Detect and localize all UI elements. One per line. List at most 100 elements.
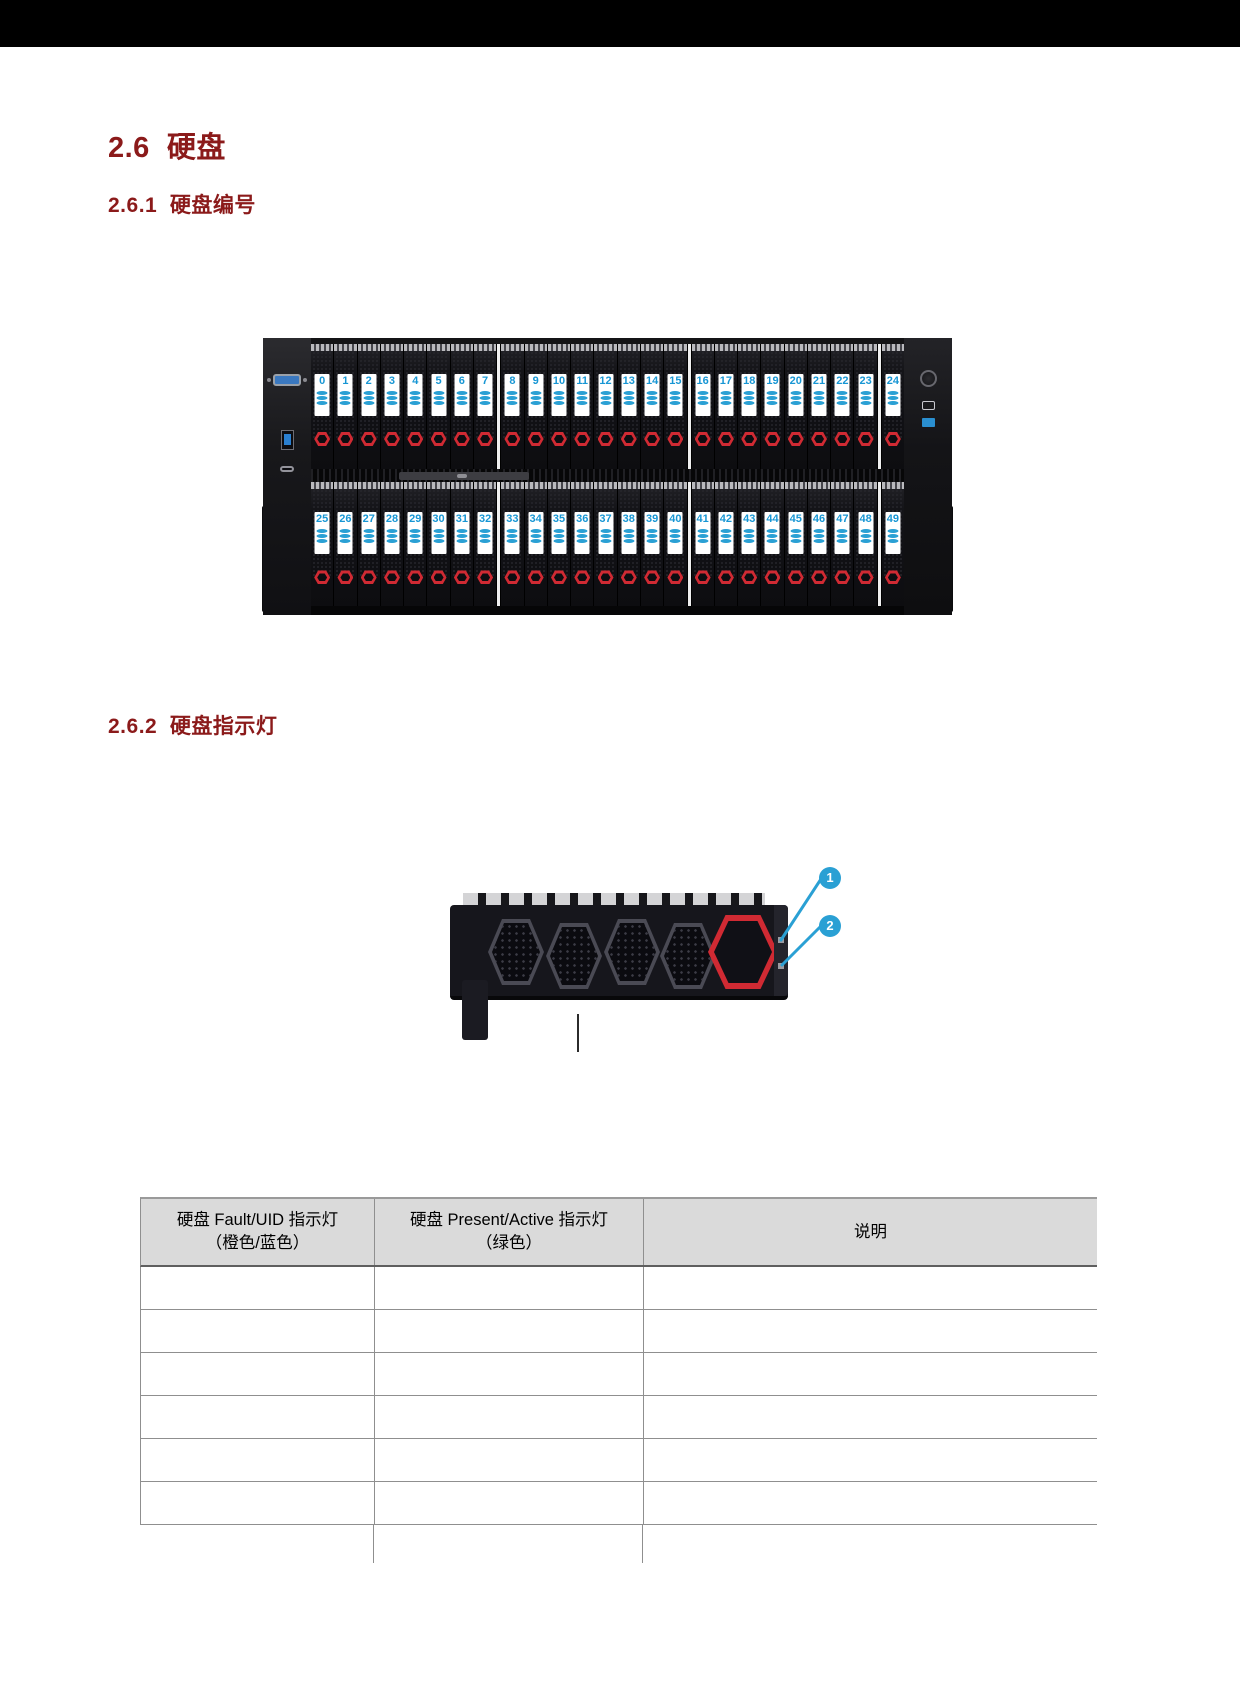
drive-bay: 29: [404, 482, 427, 607]
emi-teeth: [404, 343, 427, 351]
emi-teeth: [594, 482, 617, 490]
table-row: [140, 1525, 1097, 1563]
bay-label: 35: [551, 512, 567, 555]
disk-stack-icon: [766, 529, 778, 534]
table-cell: [643, 1482, 1097, 1524]
bay-latch-icon: [811, 570, 828, 585]
disk-stack-icon: [363, 529, 375, 534]
drive-bay: 32: [473, 482, 497, 607]
drive-bay: 20: [784, 343, 807, 469]
bay-label: 25: [314, 512, 330, 555]
drive-bay: 39: [640, 482, 664, 607]
emi-teeth: [450, 343, 473, 351]
drive-bay: 38: [617, 482, 640, 607]
table-cell: [643, 1353, 1097, 1395]
bay-latch-icon: [644, 570, 661, 585]
vga-connector-icon: [273, 374, 301, 386]
drive-bay: 37: [594, 482, 617, 607]
drive-bay: 26: [334, 482, 357, 607]
emi-teeth: [571, 343, 594, 351]
bay-number: 2: [365, 374, 372, 387]
table-cell: [141, 1482, 374, 1524]
emi-teeth: [807, 482, 831, 490]
bay-number: 23: [859, 374, 872, 387]
bay-number: 35: [552, 513, 566, 526]
disk-stack-icon: [553, 529, 565, 534]
bay-label: 45: [788, 512, 804, 555]
divider-mark: [577, 1014, 579, 1052]
drive-bay: 14: [640, 343, 664, 469]
bay-number: 1: [342, 374, 349, 387]
drive-bay: 1: [334, 343, 357, 469]
drive-bay: 22: [831, 343, 854, 469]
bay-label: 28: [384, 512, 400, 555]
drive-bay: 24: [881, 343, 905, 469]
bay-label: 33: [504, 512, 520, 555]
bay-latch-icon: [574, 431, 591, 446]
drive-bay: 13: [617, 343, 640, 469]
bay-label: 23: [858, 373, 874, 416]
emi-teeth: [617, 343, 640, 351]
bay-latch-icon: [477, 431, 494, 446]
emi-teeth: [334, 482, 357, 490]
drive-bay: 25: [311, 482, 334, 607]
bay-number: 3: [388, 374, 396, 387]
emi-teeth: [831, 482, 854, 490]
drive-bay: 12: [594, 343, 617, 469]
emi-teeth: [664, 482, 687, 490]
table-cell: [374, 1396, 643, 1438]
drive-bay: 45: [784, 482, 807, 607]
table-cell: [642, 1525, 1097, 1563]
bay-label: 13: [621, 373, 637, 416]
disk-stack-icon: [720, 529, 732, 534]
disk-stack-icon: [836, 390, 848, 395]
bay-label: 47: [834, 512, 850, 555]
disk-stack-icon: [363, 390, 375, 395]
chassis-bottom-strip: [311, 606, 904, 615]
drive-bay: 42: [714, 482, 738, 607]
table-cell: [141, 1353, 374, 1395]
header-text: （橙色/蓝色）: [205, 1234, 310, 1252]
disk-stack-icon: [576, 390, 588, 395]
bay-latch-icon: [741, 431, 758, 446]
drive-bay: 23: [854, 343, 877, 469]
emi-teeth: [501, 343, 524, 351]
table-cell: [374, 1310, 643, 1352]
bay-label: 7: [477, 373, 493, 416]
disk-stack-icon: [339, 529, 351, 534]
drive-bay: 10: [547, 343, 571, 469]
bay-number: 8: [509, 374, 516, 387]
bay-label: 38: [621, 512, 637, 555]
bay-latch-icon: [644, 431, 661, 446]
bay-latch-icon: [383, 570, 400, 585]
bay-number: 4: [412, 374, 419, 387]
bay-latch-icon: [884, 431, 901, 446]
bay-latch-icon: [764, 570, 781, 585]
bay-label: 1: [337, 373, 353, 416]
disk-stack-icon: [623, 390, 635, 395]
emi-teeth: [547, 482, 571, 490]
bay-label: 30: [431, 512, 447, 555]
disk-stack-icon: [836, 529, 848, 534]
section-heading-2-6: 2.6 硬盘: [108, 132, 226, 164]
screw-icon: [267, 378, 271, 382]
emi-teeth: [881, 482, 905, 490]
table-cell: [643, 1267, 1097, 1309]
callout-2-badge: 2: [819, 915, 841, 937]
usb-c-port: [280, 466, 294, 472]
bay-number: 11: [576, 374, 589, 387]
bay-number: 16: [696, 374, 709, 387]
disk-stack-icon: [600, 529, 612, 534]
bay-label: 5: [431, 373, 447, 416]
table-body: [140, 1267, 1097, 1563]
disk-stack-icon: [860, 529, 872, 534]
bay-latch-icon: [453, 431, 470, 446]
bay-number: 30: [432, 513, 445, 526]
table-header-fault-uid: 硬盘 Fault/UID 指示灯 （橙色/蓝色）: [141, 1199, 374, 1265]
bay-latch-icon: [337, 570, 354, 585]
emi-teeth: [473, 482, 497, 490]
bay-latch-icon: [527, 431, 544, 446]
emi-teeth: [501, 482, 524, 490]
